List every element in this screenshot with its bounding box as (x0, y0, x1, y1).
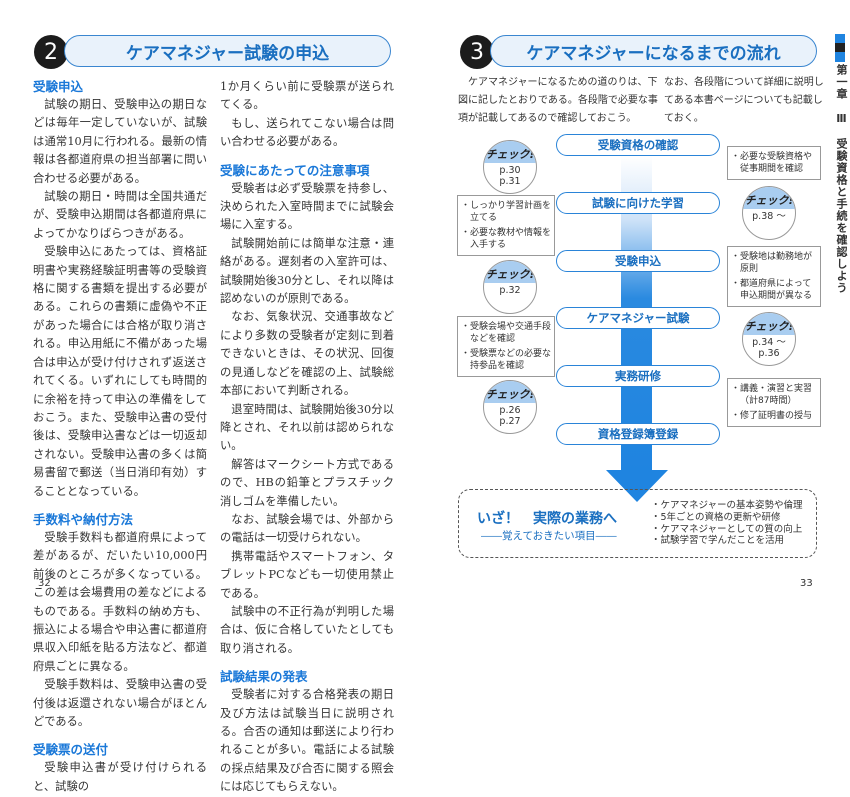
check-label: チェック! (743, 187, 795, 209)
final-item: ・ケアマネジャーとしての質の向上 (651, 523, 803, 535)
check-badge: チェック! p.32 (483, 260, 537, 314)
left-column-1: 受験申込試験の期日、受験申込の期日などは毎年一定していないが、試験は通常10月に… (33, 78, 207, 796)
check-label: チェック! (484, 381, 536, 403)
paragraph: 1か月くらい前に受験票が送られてくる。 (220, 80, 394, 112)
note-box: ・しっかり学習計画を立てる・必要な教材や情報を入手する (457, 195, 555, 256)
check-badge: チェック! p.38 ～ (742, 186, 796, 240)
flow-stage: 実務研修 (556, 365, 720, 387)
final-title: いざ！ 実際の業務へ (477, 511, 617, 527)
section-heading: 試験結果の発表 (220, 669, 308, 685)
paragraph: なお、気象状況、交通事故などにより多数の受験者が定刻に到着できないときは、その状… (220, 310, 394, 398)
note-item: ・必要な教材や情報を入手する (461, 228, 552, 250)
paragraph: 受験申込書が受け付けられると、試験の (33, 761, 207, 793)
final-item: ・5年ごとの資格の更新や研修 (651, 511, 781, 523)
note-item: ・受験会場や交通手段などを確認 (461, 322, 552, 344)
note-box: ・受験地は勤務地が原則・都道府県によって申込期間が異なる (727, 246, 821, 307)
section-heading: 受験申込 (33, 79, 84, 94)
page-number-right: 33 (800, 578, 813, 589)
paragraph: もし、送られてこない場合は問い合わせる必要がある。 (220, 116, 394, 149)
note-box: ・講義・演習と実習（計87時間） ・修了証明書の授与 (727, 378, 821, 427)
final-item: ・試験学習で学んだことを活用 (651, 535, 785, 547)
page-ref: p.30 (499, 165, 521, 176)
check-label: チェック! (743, 313, 795, 335)
paragraph: 受験者は必ず受験票を持参し、決められた入室時間までに試験会場に入室する。 (220, 181, 394, 232)
paragraph: 試験の期日・時間は全国共通だが、受験申込期間は各都道府県によってかなりばらつきが… (33, 190, 207, 240)
page-ref: p.32 (499, 285, 521, 296)
final-list: ・ケアマネジャーの基本姿勢や倫理・5年ごとの資格の更新や研修・ケアマネジャーとし… (651, 500, 803, 547)
page-ref: p.27 (499, 416, 521, 427)
paragraph: 退室時間は、試験開始後30分以降とされ、それ以前は認められない。 (220, 402, 394, 453)
flow-stage: 資格登録簿登録 (556, 423, 720, 445)
note-item: ・受験地は勤務地が原則 (731, 252, 813, 274)
page-ref: p.36 (758, 348, 780, 359)
left-column-2: 1か月くらい前に受験票が送られてくる。もし、送られてこない場合は問い合わせる必要… (220, 78, 394, 797)
chapter-tab (835, 34, 845, 62)
check-badge: チェック! p.34 ～p.36 (742, 312, 796, 366)
page-ref: p.38 ～ (752, 211, 786, 222)
paragraph: 解答はマークシート方式であるので、HBの鉛筆とプラスチック消しゴムを準備したい。 (220, 457, 394, 508)
paragraph: 受験申込にあたっては、資格証明書や実務経験証明書等の受験資格に関する書類を提出す… (33, 245, 207, 498)
note-box: ・受験会場や交通手段などを確認・受験票などの必要な持参品を確認 (457, 316, 555, 377)
final-subtitle: ――覚えておきたい項目―― (481, 530, 617, 542)
paragraph: 試験の期日、受験申込の期日などは毎年一定していないが、試験は通常10月に行われる… (33, 98, 207, 185)
check-label: チェック! (484, 261, 536, 283)
section-title: ケアマネジャー試験の申込 (64, 35, 391, 67)
page-ref: p.26 (499, 405, 521, 416)
flow-stage: 受験申込 (556, 250, 720, 272)
note-item: ・受験票などの必要な持参品を確認 (461, 349, 552, 371)
paragraph: 試験中の不正行為が判明した場合は、仮に合格していたとしても取り消される。 (220, 604, 394, 655)
section-heading: 受験票の送付 (33, 742, 109, 758)
paragraph: 試験開始前には簡単な注意・連絡がある。遅刻者の入室許可は、試験開始後30分とし、… (220, 236, 394, 306)
page-ref: p.34 ～ (752, 337, 786, 348)
paragraph: 受験手数料は、受験申込書の受付後は返還されない場合がほとんどである。 (33, 678, 207, 728)
flow-stage: 試験に向けた学習 (556, 192, 720, 214)
note-item: ・しっかり学習計画を立てる (461, 201, 552, 223)
paragraph: 受験手数料も都道府県によって差があるが、だいたい10,000円前後のところが多く… (33, 530, 207, 673)
paragraph: 受験者に対する合格発表の期日及び方法は試験当日に説明される。合否の通知は郵送によ… (220, 688, 394, 794)
note-item: ・修了証明書の授与 (731, 411, 813, 421)
flow-arrow-icon (606, 470, 668, 502)
flow-stage: ケアマネジャー試験 (556, 307, 720, 329)
note-item: ・講義・演習と実習（計87時間） (731, 384, 813, 406)
section-heading: 受験にあたっての注意事項 (220, 162, 370, 178)
flow-stage: 受験資格の確認 (556, 134, 720, 156)
intro-text: ケアマネジャーになるための道のりは、下図に記したとおりである。各段階で必要な事項… (458, 77, 658, 124)
section-title: ケアマネジャーになるまでの流れ (490, 35, 817, 67)
final-item: ・ケアマネジャーの基本姿勢や倫理 (651, 500, 803, 511)
final-box: いざ！ 実際の業務へ ――覚えておきたい項目―― ・ケアマネジャーの基本姿勢や倫… (458, 489, 817, 558)
note-item: ・必要な受験資格や従事期間を確認 (731, 152, 813, 174)
section-heading: 手数料や納付方法 (33, 511, 134, 527)
page-ref: p.31 (499, 176, 521, 187)
paragraph: なお、試験会場では、外部からの電話は一切受けられない。 (220, 512, 394, 545)
note-box: ・必要な受験資格や従事期間を確認 (727, 146, 821, 180)
section-number: 3 (460, 35, 494, 69)
check-label: チェック! (484, 141, 536, 163)
chapter-side-label: 第一章 Ⅲ 受験資格と手続を確認しよう (835, 64, 848, 294)
paragraph: 携帯電話やスマートフォン、タブレットPCなども一切使用禁止である。 (220, 549, 394, 600)
intro-text-2: なお、各段階について詳細に説明してある本書ページについても記載しておく。 (664, 77, 824, 124)
section-number: 2 (34, 35, 68, 69)
page-number-left: 32 (38, 578, 51, 589)
note-item: ・都道府県によって申込期間が異なる (731, 279, 813, 301)
